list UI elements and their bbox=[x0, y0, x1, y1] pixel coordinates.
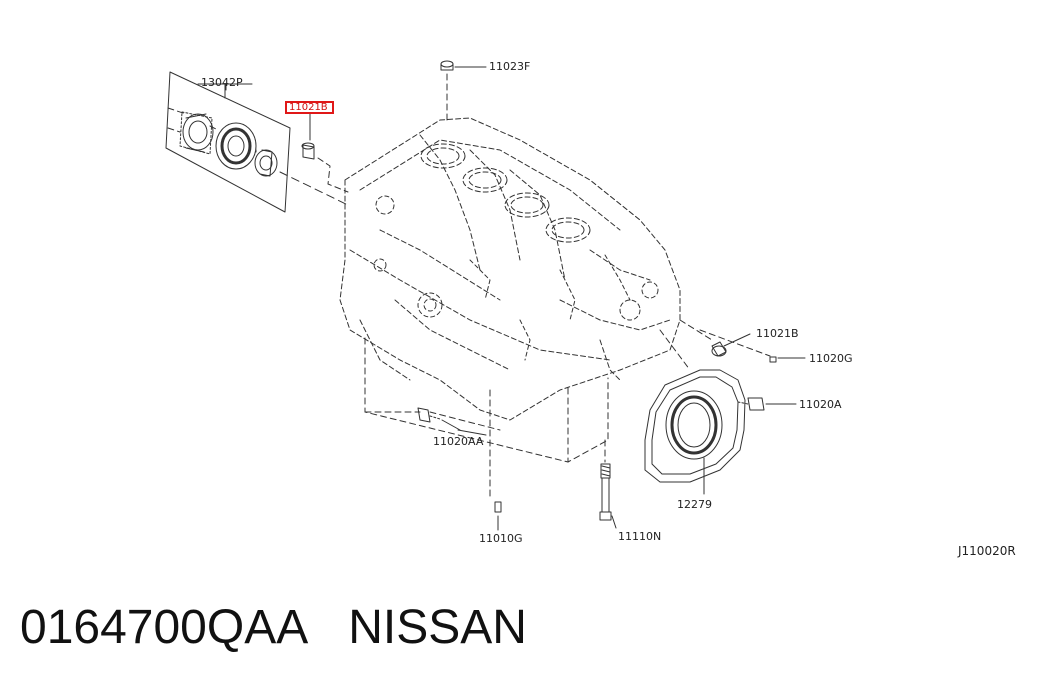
label-13042p: 13042P bbox=[201, 76, 243, 89]
part-caption: 0164700QAA NISSAN bbox=[20, 600, 527, 655]
cap-11021b-top bbox=[301, 112, 349, 193]
label-11021b-right: 11021B bbox=[756, 327, 799, 340]
plug-11023f bbox=[440, 60, 487, 125]
block-details bbox=[373, 195, 659, 361]
engine-block-outline bbox=[339, 117, 681, 421]
label-11020g: 11020G bbox=[809, 352, 853, 365]
seal-kit-group bbox=[165, 71, 351, 213]
diagram-code: J110020R bbox=[958, 544, 1016, 558]
rear-seal-retainer bbox=[644, 329, 746, 495]
dowel-11010g bbox=[494, 501, 502, 531]
label-11020a: 11020A bbox=[799, 398, 842, 411]
sump-outline bbox=[364, 337, 609, 497]
label-11023f: 11023F bbox=[489, 60, 531, 73]
label-11010g: 11010G bbox=[479, 532, 523, 545]
label-12279: 12279 bbox=[677, 498, 712, 511]
bolt-11020aa bbox=[417, 407, 487, 436]
label-11110n: 11110N bbox=[618, 530, 662, 543]
bolt-11110n bbox=[599, 439, 617, 529]
label-11021b-highlighted[interactable]: 11021B bbox=[285, 101, 334, 114]
cylinder-bores bbox=[420, 143, 591, 243]
part-number: 0164700QAA bbox=[20, 601, 309, 654]
right-small-parts bbox=[679, 319, 806, 411]
label-11020aa: 11020AA bbox=[433, 435, 484, 448]
brand-name: NISSAN bbox=[348, 601, 527, 654]
